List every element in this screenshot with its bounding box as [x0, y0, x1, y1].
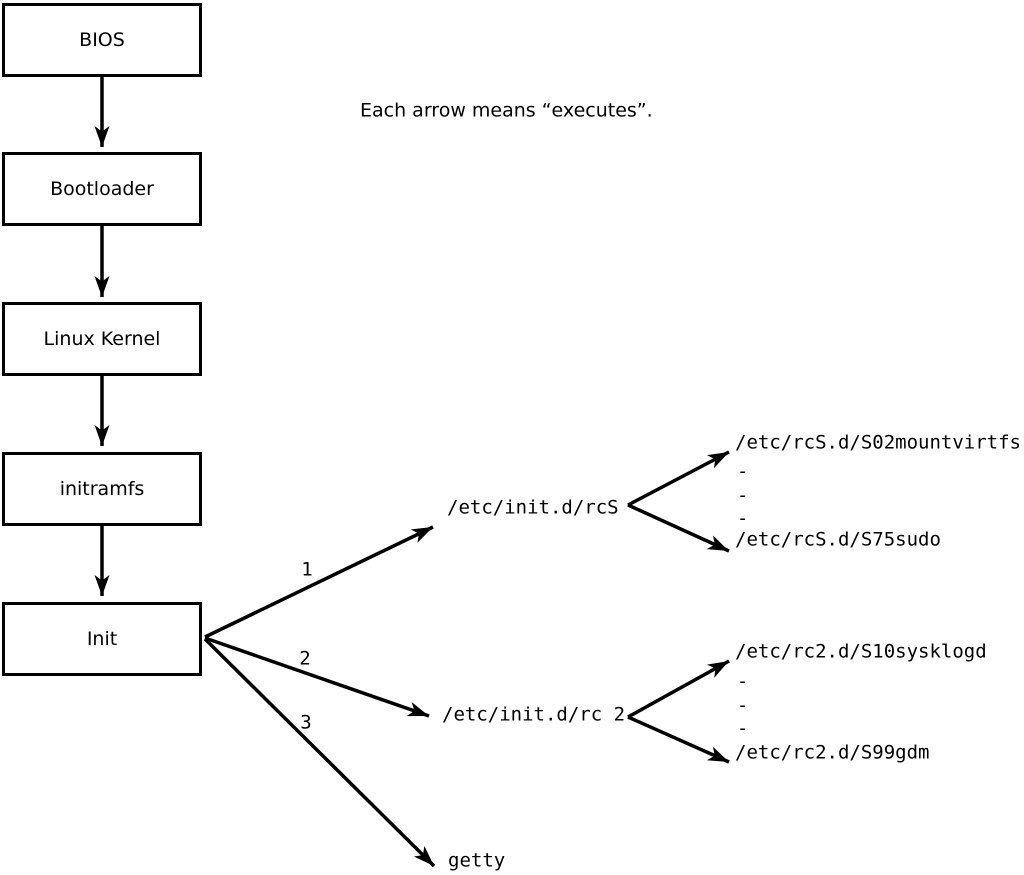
- box-bios-label: BIOS: [79, 29, 125, 51]
- arrow-init-to-getty: [203, 637, 436, 868]
- rc2-first-script: /etc/rc2.d/S10sysklogd: [735, 640, 987, 663]
- box-init-label: Init: [86, 628, 118, 650]
- box-linux-kernel: Linux Kernel: [2, 302, 202, 376]
- ellipsis-dash: -: [737, 484, 749, 507]
- rcs-first-script: /etc/rcS.d/S02mountvirtfs: [735, 431, 1021, 454]
- ellipsis-dash: -: [737, 717, 749, 740]
- box-initramfs-label: initramfs: [59, 478, 145, 500]
- branch-target-rc2: /etc/init.d/rc 2: [442, 703, 626, 726]
- box-initramfs: initramfs: [2, 452, 202, 526]
- branch-order-3: 3: [300, 711, 312, 734]
- ellipsis-dash: -: [737, 460, 749, 483]
- ellipsis-dash: -: [737, 694, 749, 717]
- arrow-rc2-to-last-script: [627, 715, 730, 764]
- arrow-rcs-to-first-script: [627, 450, 730, 507]
- arrow-rc2-to-first-script: [627, 659, 730, 719]
- branch-order-2: 2: [299, 647, 311, 670]
- note-arrow-meaning: Each arrow means “executes”.: [360, 99, 653, 122]
- rcs-last-script: /etc/rcS.d/S75sudo: [735, 528, 941, 551]
- branch-target-getty: getty: [448, 849, 506, 872]
- branch-order-1: 1: [301, 558, 313, 581]
- ellipsis-dash: -: [737, 507, 749, 530]
- box-bootloader-label: Bootloader: [50, 178, 154, 200]
- arrow-init-to-rc2: [204, 636, 430, 718]
- box-linux-kernel-label: Linux Kernel: [43, 328, 161, 350]
- box-bootloader: Bootloader: [2, 152, 202, 226]
- arrow-rcs-to-last-script: [627, 503, 730, 553]
- box-bios: BIOS: [2, 3, 202, 77]
- box-init: Init: [2, 602, 202, 676]
- rc2-last-script: /etc/rc2.d/S99gdm: [735, 741, 930, 764]
- arrow-init-to-rcs: [204, 525, 434, 639]
- branch-target-rcs: /etc/init.d/rcS: [447, 496, 619, 519]
- ellipsis-dash: -: [737, 670, 749, 693]
